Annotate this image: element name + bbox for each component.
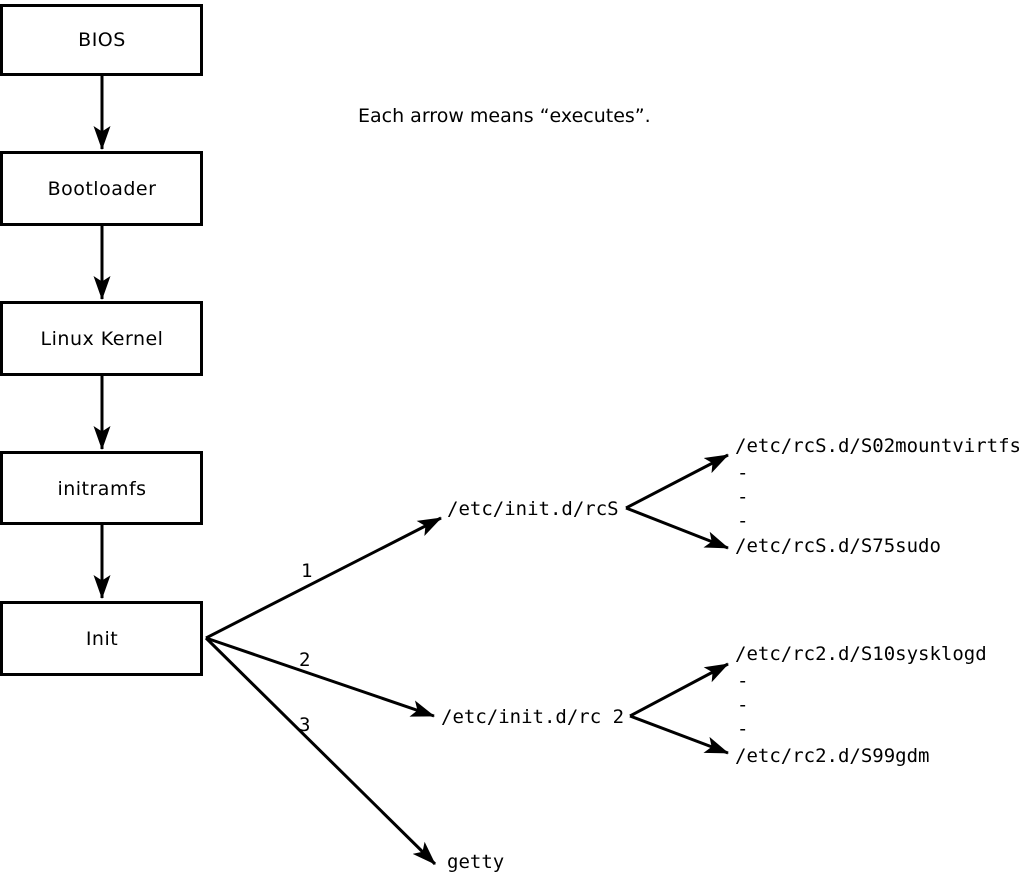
- rc2-first-script: /etc/rc2.d/S10sysklogd: [735, 643, 987, 665]
- rc2-last-script: /etc/rc2.d/S99gdm: [735, 745, 929, 767]
- arrow-rc2-to-last-script: [629, 714, 729, 755]
- node-init-label: Init: [86, 628, 118, 650]
- branch-1-target-rcs: /etc/init.d/rcS: [447, 498, 619, 520]
- arrow-rc2-to-first-script: [629, 662, 729, 718]
- arrow-init-to-rcs: [205, 516, 442, 640]
- node-bios-box: [0, 4, 203, 76]
- branch-3-target-getty: getty: [447, 851, 504, 873]
- rcs-ellipsis-dash-2: -: [737, 486, 748, 508]
- rcs-ellipsis-dash-3: -: [737, 510, 748, 532]
- rcs-first-script: /etc/rcS.d/S02mountvirtfs: [735, 435, 1021, 457]
- rc2-ellipsis-dash-1: -: [737, 670, 748, 692]
- branch-2-number: 2: [299, 649, 310, 671]
- rc2-ellipsis-dash-3: -: [737, 718, 748, 740]
- node-init-box: [0, 601, 203, 676]
- arrow-rcs-to-last-script: [625, 506, 729, 550]
- node-init: Init: [0, 601, 203, 676]
- rcs-last-script: /etc/rcS.d/S75sudo: [735, 535, 941, 557]
- arrow-init-to-getty: [204, 636, 437, 866]
- node-bootloader: Bootloader: [0, 151, 203, 226]
- branch-2-target-rc2: /etc/init.d/rc 2: [441, 706, 624, 728]
- arrow-rcs-to-first-script: [625, 453, 729, 510]
- branch-1-number: 1: [301, 560, 312, 582]
- node-linux-kernel-label: Linux Kernel: [41, 328, 164, 350]
- node-initramfs-label: initramfs: [57, 478, 146, 500]
- node-bios-label: BIOS: [78, 29, 126, 51]
- node-initramfs-box: [0, 451, 203, 525]
- node-initramfs: initramfs: [0, 451, 203, 525]
- node-bios: BIOS: [0, 4, 203, 76]
- arrow-init-to-rc2: [205, 636, 435, 718]
- node-linux-kernel-box: [0, 301, 203, 376]
- rcs-ellipsis-dash-1: -: [737, 462, 748, 484]
- rc2-ellipsis-dash-2: -: [737, 694, 748, 716]
- arrow-meaning-note: Each arrow means “executes”.: [358, 105, 651, 127]
- node-bootloader-box: [0, 151, 203, 226]
- node-linux-kernel: Linux Kernel: [0, 301, 203, 376]
- branch-3-number: 3: [299, 714, 310, 736]
- node-bootloader-label: Bootloader: [48, 178, 157, 200]
